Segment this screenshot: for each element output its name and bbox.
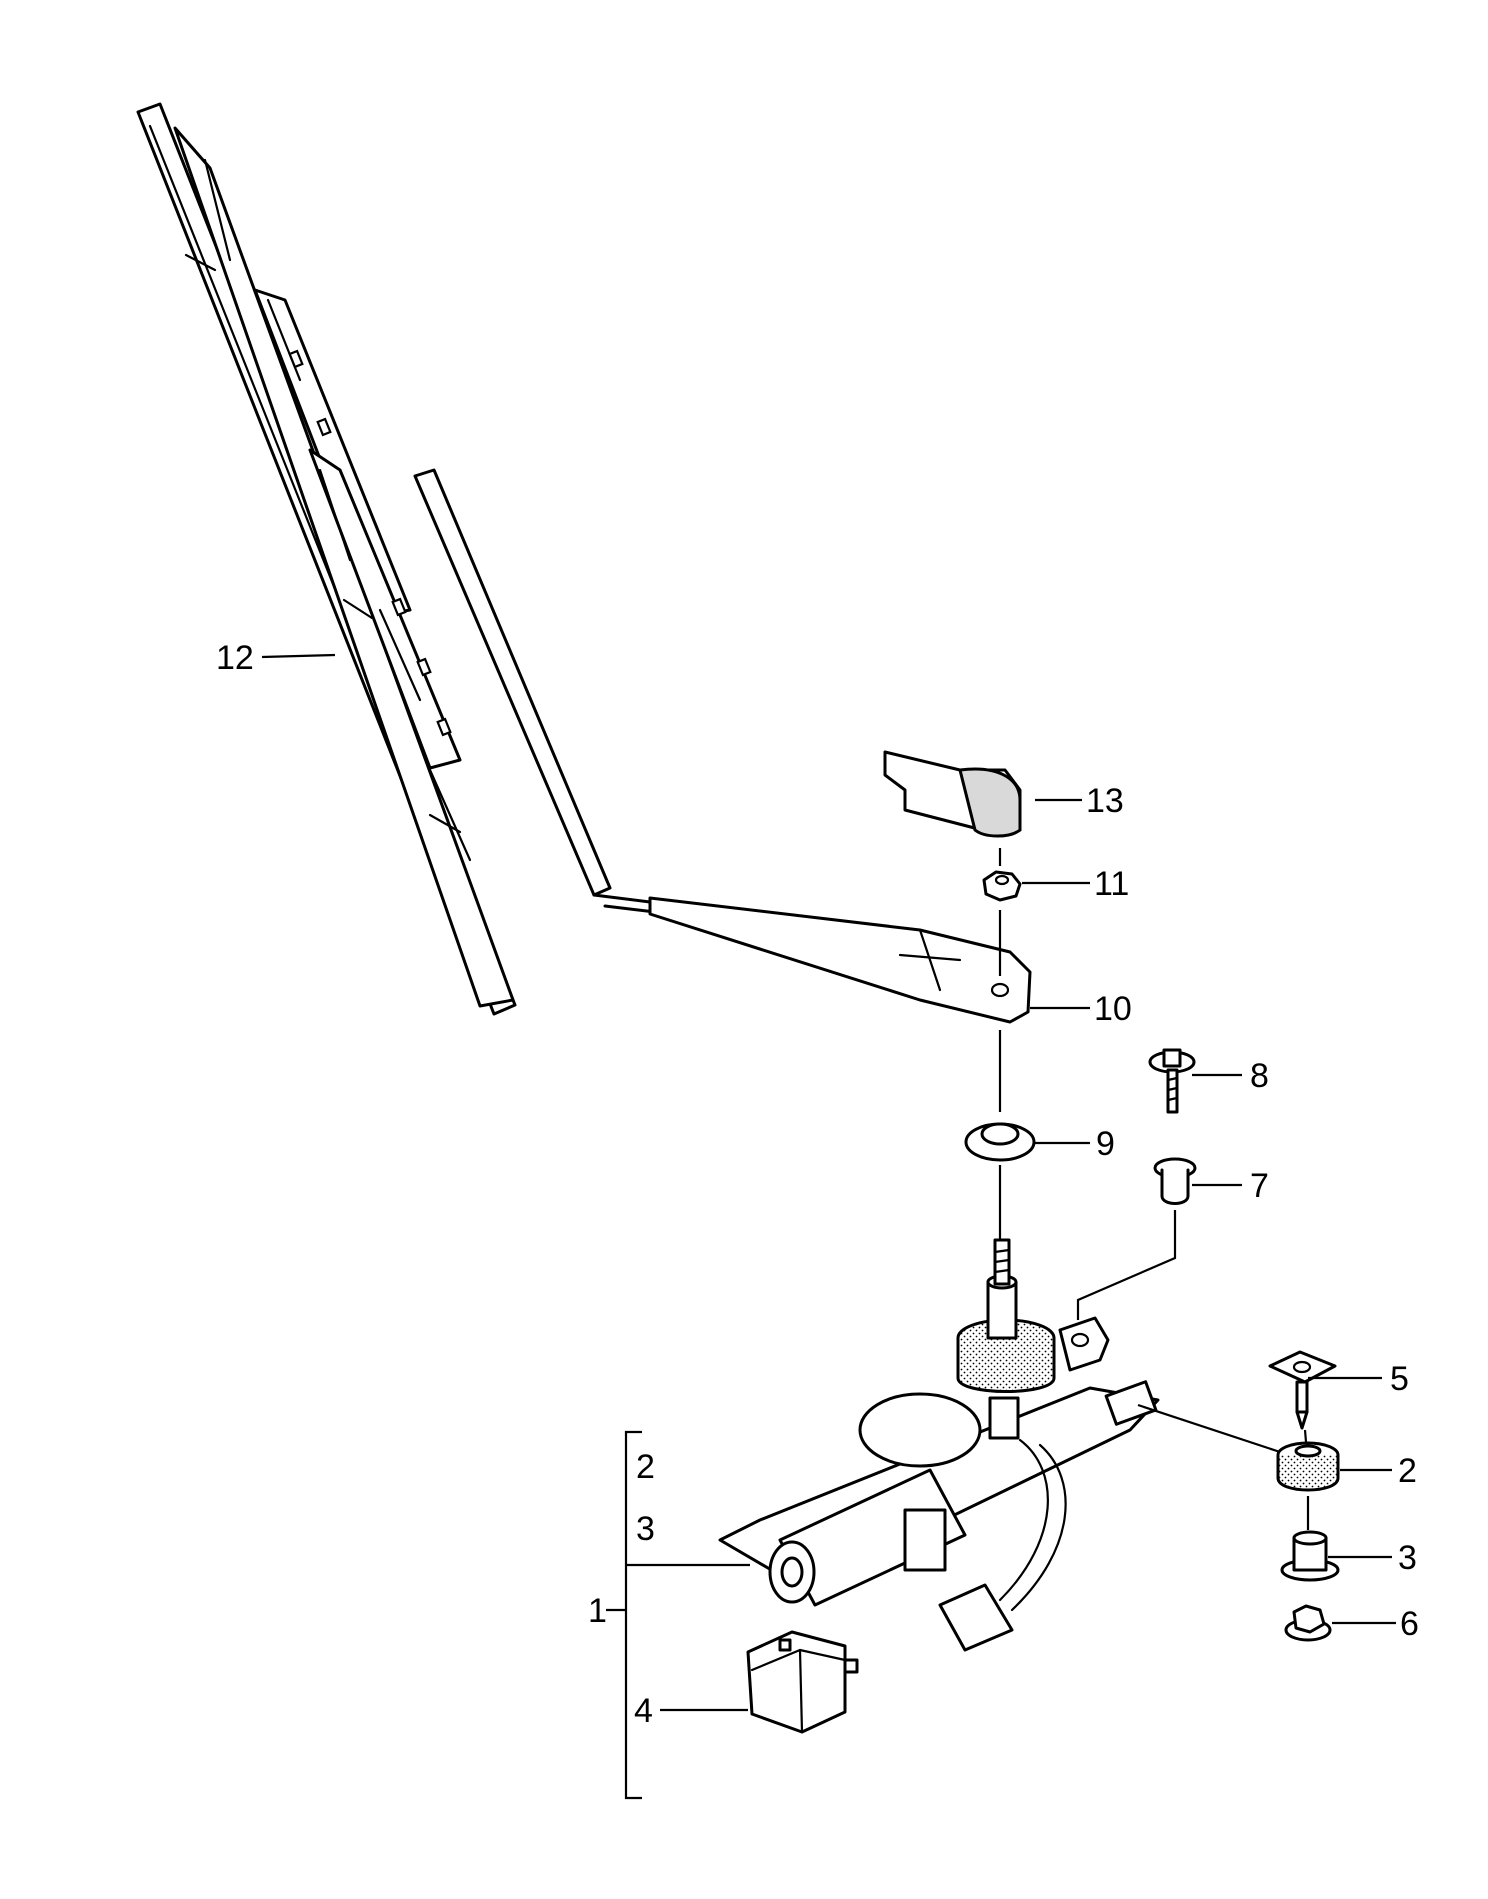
wiper-arm — [413, 468, 1032, 1024]
assembly-lines — [998, 848, 1310, 1530]
cap-part — [883, 750, 1022, 838]
nut-part-6 — [1284, 1604, 1332, 1642]
callout-labels: 12 13 11 10 8 9 7 5 2 3 6 2 3 1 4 — [216, 639, 1419, 1730]
callout-9: 9 — [1096, 1125, 1115, 1163]
callout-5: 5 — [1390, 1360, 1409, 1398]
callout-1: 1 — [588, 1592, 607, 1630]
callout-3-left: 3 — [636, 1510, 655, 1548]
callout-6: 6 — [1400, 1605, 1419, 1643]
grommet-part-9 — [964, 1122, 1036, 1162]
screw-part-5 — [1268, 1350, 1337, 1430]
leader-lines — [261, 653, 1396, 1712]
callout-4: 4 — [634, 1692, 653, 1730]
rubber-mount-part-2 — [1276, 1441, 1340, 1492]
relay-part-4 — [746, 1630, 859, 1734]
callout-11: 11 — [1094, 865, 1129, 903]
callout-8: 8 — [1250, 1057, 1269, 1095]
nut-part-11 — [982, 870, 1022, 902]
callout-2-right: 2 — [1398, 1452, 1417, 1490]
callout-10: 10 — [1094, 990, 1132, 1028]
callout-13: 13 — [1086, 782, 1124, 820]
wiper-motor-assembly — [718, 1238, 1160, 1652]
callout-2-left: 2 — [636, 1448, 655, 1486]
callout-3-right: 3 — [1398, 1539, 1417, 1577]
wiper-blade — [136, 102, 517, 1016]
callout-7: 7 — [1250, 1167, 1269, 1205]
callout-12: 12 — [216, 639, 254, 677]
assembly-bracket — [606, 1430, 642, 1800]
spacer-part-3 — [1280, 1530, 1340, 1582]
bolt-part-8 — [1148, 1048, 1196, 1114]
bushing-part-7 — [1153, 1157, 1197, 1205]
